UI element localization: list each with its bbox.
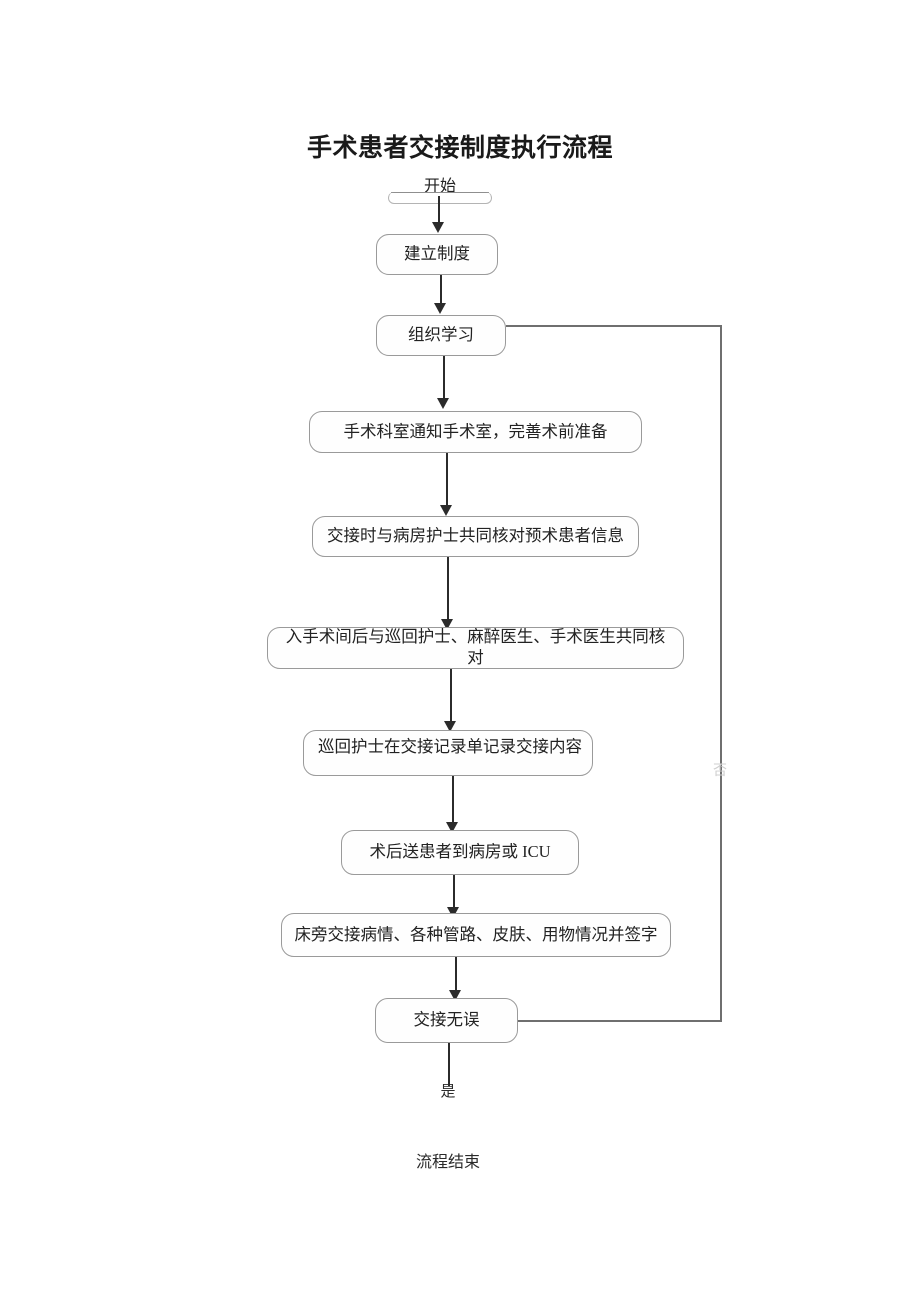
flow-node-n5-label: 入手术间后与巡回护士、麻醉医生、手术医生共同核对 bbox=[285, 627, 666, 667]
edge-label-yes: 是 bbox=[440, 1084, 456, 1100]
start-node-label: 开始 bbox=[423, 178, 456, 195]
arrowhead-n6-to-n7 bbox=[446, 822, 458, 833]
connector-n2-to-n3 bbox=[443, 356, 446, 404]
connector-start-to-n1 bbox=[438, 196, 441, 227]
flow-node-n7[interactable]: 术后送患者到病房或 ICU bbox=[341, 830, 579, 875]
end-node-label: 流程结束 bbox=[415, 1154, 480, 1171]
connector-n5-to-n6 bbox=[450, 669, 453, 727]
flow-node-n1-label: 建立制度 bbox=[404, 244, 470, 264]
connector-n7-to-n8 bbox=[453, 875, 456, 913]
arrowhead-n3-to-n4 bbox=[440, 505, 452, 516]
start-node-rule bbox=[391, 192, 489, 194]
arrowhead-n1-to-n2 bbox=[434, 303, 446, 314]
page-title: 手术患者交接制度执行流程 bbox=[306, 134, 613, 162]
flow-node-n2[interactable]: 组织学习 bbox=[376, 315, 506, 356]
connector-n6-to-n7 bbox=[452, 776, 455, 828]
flow-node-n3[interactable]: 手术科室通知手术室，完善术前准备 bbox=[309, 411, 642, 453]
flow-node-n8[interactable]: 床旁交接病情、各种管路、皮肤、用物情况并签字 bbox=[281, 913, 671, 957]
loop-segment-top bbox=[506, 325, 722, 327]
arrowhead-n7-to-n8 bbox=[447, 907, 459, 918]
connector-n4-to-n5 bbox=[447, 557, 450, 625]
arrowhead-n4-to-n5 bbox=[441, 619, 453, 630]
connector-n3-to-n4 bbox=[446, 453, 449, 511]
edge-label-no: 否 bbox=[713, 764, 727, 779]
flow-node-n6-label: 巡回护士在交接记录单记录交接内容 bbox=[318, 737, 582, 756]
connector-n1-to-n2 bbox=[440, 275, 443, 310]
arrowhead-n5-to-n6 bbox=[444, 721, 456, 732]
arrowhead-n8-to-n9 bbox=[449, 990, 461, 1001]
arrowhead-n2-to-n3 bbox=[437, 398, 449, 409]
flow-node-n3-label: 手术科室通知手术室，完善术前准备 bbox=[343, 421, 608, 441]
flow-node-n8-label: 床旁交接病情、各种管路、皮肤、用物情况并签字 bbox=[294, 924, 658, 944]
loop-segment-bottom bbox=[518, 1020, 722, 1022]
flow-node-n9-label: 交接无误 bbox=[413, 1010, 480, 1030]
connector-n8-to-n9 bbox=[455, 957, 458, 996]
flow-node-n9-decision[interactable]: 交接无误 bbox=[375, 998, 518, 1043]
flow-node-n2-label: 组织学习 bbox=[408, 325, 474, 345]
flow-node-n1[interactable]: 建立制度 bbox=[376, 234, 498, 275]
flow-node-n4[interactable]: 交接时与病房护士共同核对预术患者信息 bbox=[312, 516, 639, 557]
connector-n9-yes bbox=[448, 1043, 451, 1086]
flow-node-n5[interactable]: 入手术间后与巡回护士、麻醉医生、手术医生共同核对 bbox=[267, 627, 684, 669]
arrowhead-start-to-n1 bbox=[432, 222, 444, 233]
flow-node-n7-label: 术后送患者到病房或 ICU bbox=[369, 842, 551, 862]
flow-node-n6[interactable]: 巡回护士在交接记录单记录交接内容 bbox=[303, 730, 593, 776]
loop-segment-vertical bbox=[720, 325, 722, 1021]
flow-node-n4-label: 交接时与病房护士共同核对预术患者信息 bbox=[327, 526, 624, 546]
